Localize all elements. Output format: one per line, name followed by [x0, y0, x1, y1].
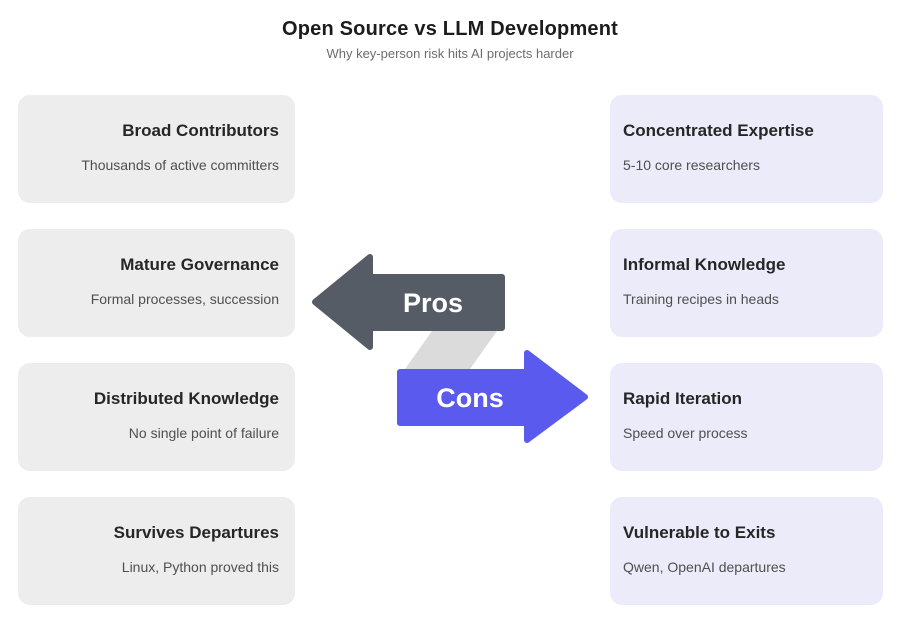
- pros-cons-arrows: Pros Cons: [312, 254, 588, 443]
- card-subtitle: No single point of failure: [128, 425, 279, 441]
- card-subtitle: 5-10 core researchers: [623, 157, 760, 173]
- card-title: Concentrated Expertise: [623, 121, 814, 140]
- right-card: Vulnerable to Exits Qwen, OpenAI departu…: [610, 497, 883, 605]
- card-subtitle: Speed over process: [623, 425, 748, 441]
- pros-arrow-icon: [312, 254, 505, 350]
- card-subtitle: Linux, Python proved this: [121, 559, 279, 575]
- card-title: Broad Contributors: [122, 121, 279, 140]
- right-card: Informal Knowledge Training recipes in h…: [610, 229, 883, 337]
- card-subtitle: Qwen, OpenAI departures: [623, 559, 786, 575]
- right-card: Rapid Iteration Speed over process: [610, 363, 883, 471]
- card-title: Survives Departures: [113, 523, 279, 542]
- right-card: Concentrated Expertise 5-10 core researc…: [610, 95, 883, 203]
- card-subtitle: Formal processes, succession: [90, 291, 279, 307]
- card-subtitle: Training recipes in heads: [623, 291, 779, 307]
- page-subtitle: Why key-person risk hits AI projects har…: [326, 46, 574, 61]
- card-title: Rapid Iteration: [623, 389, 743, 408]
- left-column: Broad Contributors Thousands of active c…: [18, 95, 295, 605]
- left-card: Distributed Knowledge No single point of…: [18, 363, 295, 471]
- left-card: Mature Governance Formal processes, succ…: [18, 229, 295, 337]
- cons-label: Cons: [436, 383, 504, 413]
- pros-label: Pros: [403, 288, 463, 318]
- cons-arrow-icon: [397, 350, 588, 443]
- card-subtitle: Thousands of active committers: [81, 157, 279, 173]
- card-title: Vulnerable to Exits: [623, 523, 776, 542]
- card-title: Mature Governance: [120, 255, 279, 274]
- card-title: Informal Knowledge: [623, 255, 786, 274]
- page-title: Open Source vs LLM Development: [281, 18, 619, 40]
- right-column: Concentrated Expertise 5-10 core researc…: [610, 95, 883, 605]
- z-connector-shape: [400, 324, 502, 376]
- card-title: Distributed Knowledge: [93, 389, 279, 408]
- left-card: Broad Contributors Thousands of active c…: [18, 95, 295, 203]
- left-card: Survives Departures Linux, Python proved…: [18, 497, 295, 605]
